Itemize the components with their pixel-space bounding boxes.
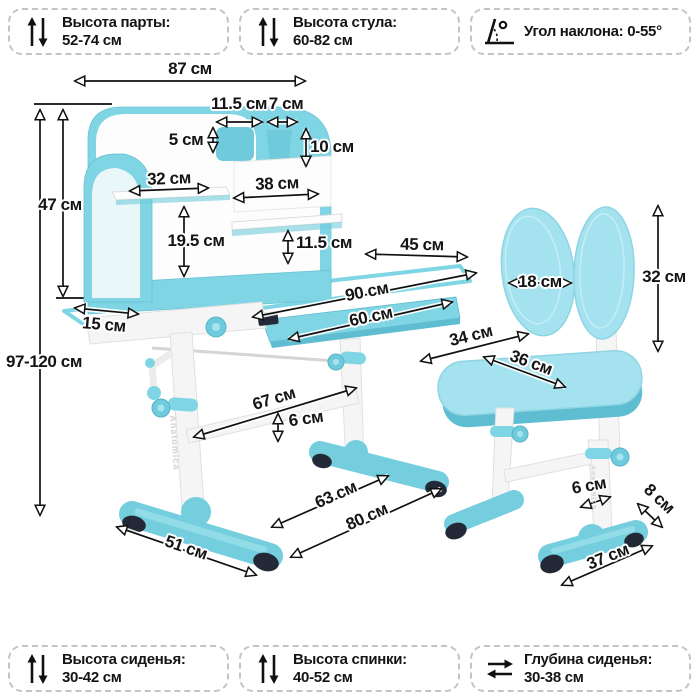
chair-crossbar: [503, 451, 593, 483]
badge-value: 60-82 см: [293, 31, 353, 49]
foot-cap: [312, 453, 332, 469]
chair-left-leg: [491, 407, 515, 503]
badge-label: Высота спинки:: [293, 650, 407, 668]
foot-cap: [624, 532, 644, 548]
badge-value: 30-42 см: [62, 668, 122, 686]
dim-label-organizer-height: 5 см: [168, 130, 204, 149]
up-down-arrows-icon: [20, 15, 56, 49]
dim-label-hutch-height: 47 см: [38, 195, 82, 214]
dim-arrow-foot-length: [117, 524, 256, 578]
badge-label: Высота стула:: [293, 13, 397, 31]
up-down-arrows-icon: [251, 15, 287, 49]
chair-legs: [490, 407, 630, 533]
badge-label: Высота сиденья:: [62, 650, 186, 668]
top-badges-row: Высота парты: 52-74 см Высота стула: 60-…: [8, 8, 691, 55]
leg-clamp: [167, 397, 198, 412]
dim-label-cup-width: 7 см: [268, 94, 304, 113]
dim-label-side-depth: 15 см: [81, 313, 127, 336]
dim-label-cup-height: 10 см: [310, 137, 354, 156]
badge-backrest-height: Высота спинки: 40-52 см: [239, 645, 460, 692]
leg-clamp: [585, 448, 612, 459]
dim-arrow-right-shelf-width: [234, 194, 318, 198]
dim-label-right-shelf-width: 38 см: [254, 173, 300, 194]
badge-seat-height: Высота сиденья: 30-42 см: [8, 645, 229, 692]
dimension-arrows: [40, 81, 664, 588]
dim-label-desktop-depth: 45 см: [400, 234, 445, 255]
badge-label: Угол наклона: 0-55°: [524, 22, 662, 40]
dim-arrow-chair-foot-length: [562, 543, 652, 588]
dim-label-desk-top-width: 87 см: [168, 59, 212, 78]
dim-label-lower-shelf-height: 11.5 см: [295, 233, 353, 252]
reference-ticks: [34, 103, 112, 299]
badge-chair-height: Высота стула: 60-82 см: [239, 8, 460, 55]
dim-arrow-chair-foot-height: [636, 502, 664, 529]
crank-handle: [148, 350, 174, 394]
badge-value: 52-74 см: [62, 31, 122, 49]
badge-label: Высота парты:: [62, 13, 171, 31]
dim-label-organizer-width: 11.5 см: [210, 94, 268, 113]
badge-value: 30-38 см: [524, 668, 584, 686]
chair-backrest: [500, 206, 635, 340]
badge-tilt-angle: Угол наклона: 0-55°: [470, 8, 691, 55]
dim-arrow-drawer-width: [289, 302, 452, 339]
badge-seat-depth: Глубина сиденья: 30-38 см: [470, 645, 691, 692]
dim-arrow-side-depth: [75, 308, 138, 314]
dim-arrow-desktop-depth: [366, 254, 467, 257]
foot-cap: [445, 522, 467, 540]
under-desk-frame: [85, 301, 267, 345]
dim-arrow-seat-depth: [484, 354, 565, 390]
tilt-angle-icon: [482, 16, 518, 48]
dim-label-backrest-height: 32 см: [642, 267, 686, 286]
bottom-badges-row: Высота сиденья: 30-42 см Высота спинки: …: [8, 645, 691, 692]
dim-label-desk-height-range: 97-120 см: [5, 352, 83, 371]
dim-label-shelf-spacing: 19.5 см: [167, 231, 225, 250]
chair-left-foot: [444, 490, 524, 534]
dim-arrow-chair-leg-width: [581, 494, 610, 510]
badge-value: 40-52 см: [293, 668, 353, 686]
dim-arrow-base-span: [291, 486, 441, 560]
dim-arrow-left-shelf-width: [130, 188, 208, 191]
left-right-arrows-icon: [482, 656, 518, 682]
up-down-arrows-icon: [251, 652, 287, 686]
organizer-tray: [216, 127, 254, 161]
leg-clamp: [490, 426, 516, 437]
foot-cap: [540, 554, 564, 574]
chair-illustration: [437, 206, 648, 574]
badge-label: Глубина сиденья:: [524, 650, 653, 668]
dim-arrow-seat-width: [421, 334, 528, 361]
up-down-arrows-icon: [20, 652, 56, 686]
dim-label-backrest-half-width: 18 см: [518, 272, 562, 291]
dim-label-left-shelf-width: 32 см: [146, 168, 192, 189]
badge-desk-height: Высота парты: 52-74 см: [8, 8, 229, 55]
leg-clamp: [340, 351, 366, 365]
desk-right-foot: [309, 441, 449, 493]
foot-cap: [253, 552, 279, 572]
